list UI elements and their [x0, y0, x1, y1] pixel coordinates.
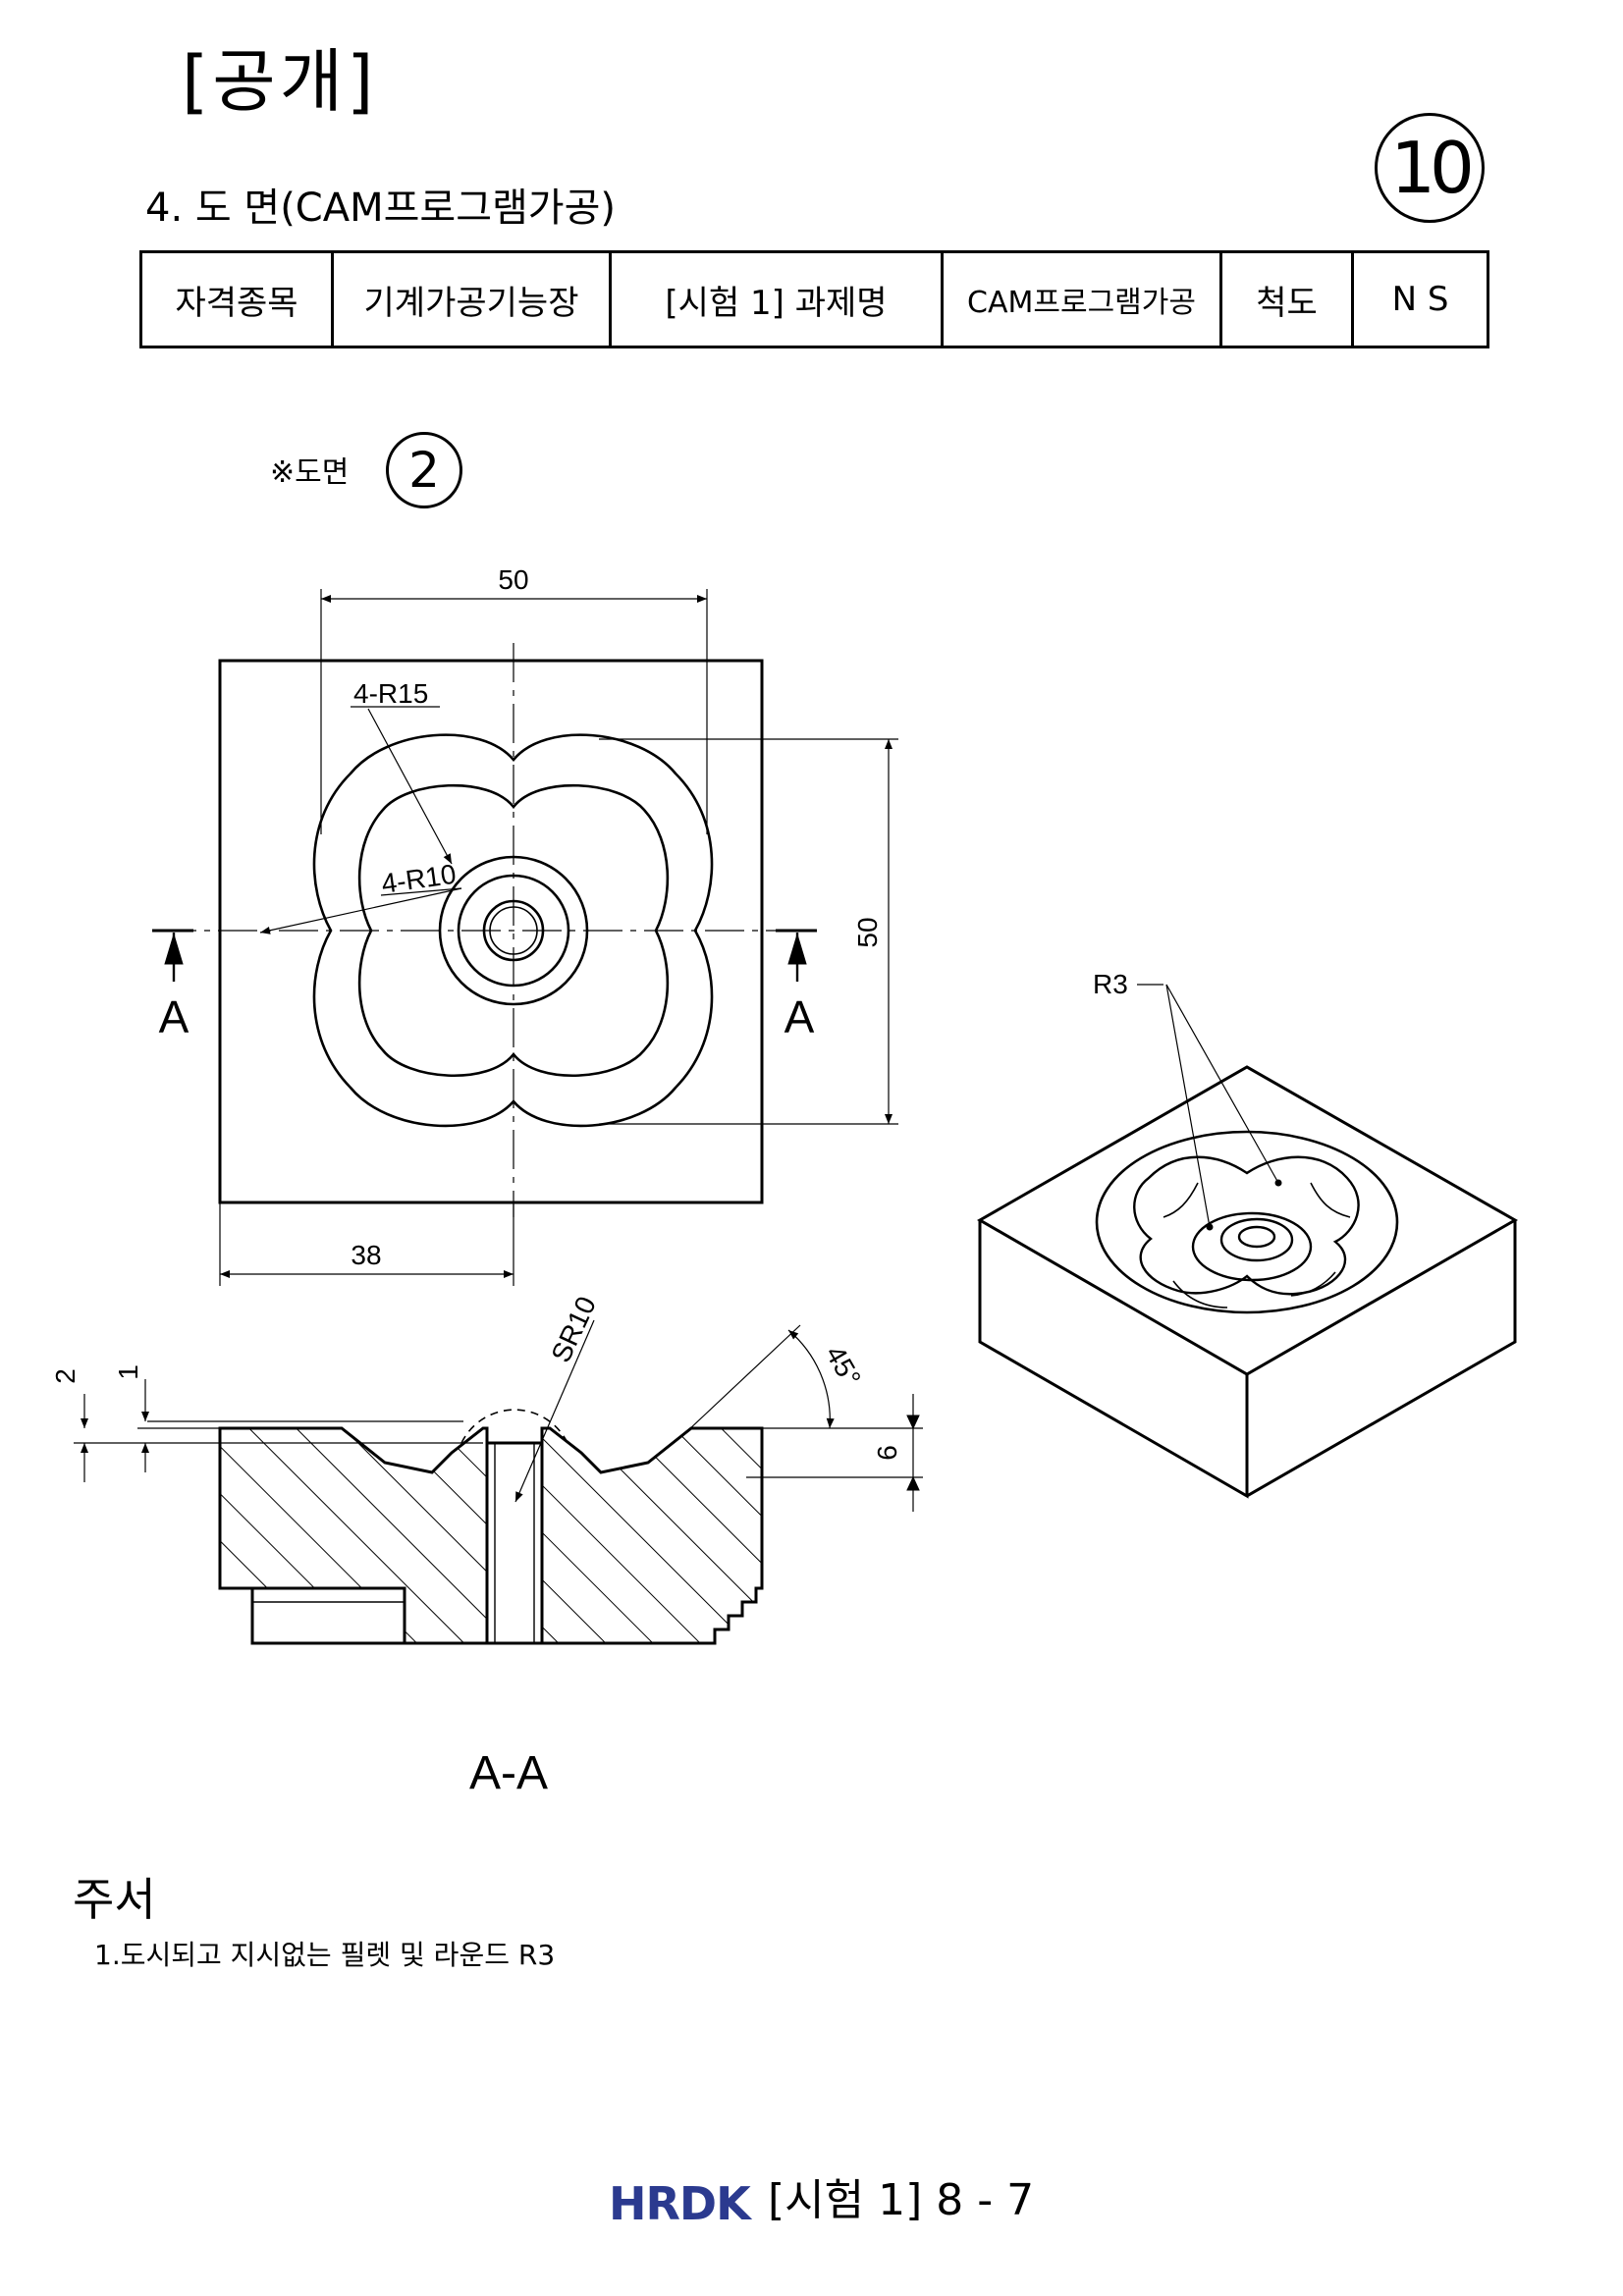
- dim-top-width: 50: [498, 564, 528, 595]
- iso-boss-outer: [1191, 1211, 1313, 1282]
- bore-inner: [489, 906, 538, 955]
- leader-fillet-b: [1165, 984, 1211, 1228]
- chamfer-angle-arc: [787, 1329, 835, 1429]
- dim-chamfer-angle: 45°: [820, 1341, 867, 1392]
- dim-depth-2: 2: [50, 1368, 81, 1384]
- top-view-outline: [218, 659, 764, 1204]
- iso-right-face: [1246, 1220, 1517, 1498]
- hrdk-logo: HRDK: [609, 2177, 751, 2230]
- dim-right-height: 50: [852, 917, 883, 947]
- footer-page-text: [시험 1] 8 - 7: [768, 2175, 1035, 2225]
- section-arrow-left: [164, 933, 184, 965]
- sheet-number: 10: [1375, 113, 1485, 223]
- dim-bottom-offset: 38: [351, 1240, 381, 1270]
- iso-boss-inner: [1219, 1217, 1294, 1262]
- dim-depth-1: 1: [113, 1364, 143, 1380]
- iso-outer-pocket: [1095, 1130, 1399, 1314]
- top-view: [152, 589, 898, 1286]
- section-view: [74, 1319, 923, 1645]
- info-cell-scale-label: 척도: [1219, 250, 1354, 348]
- boss-outer: [438, 855, 589, 1006]
- section-label-left: A: [159, 991, 189, 1042]
- leader-fillet-a: [1165, 984, 1279, 1184]
- notes-title: 주서: [73, 1873, 156, 1926]
- iso-inner-pocket: [1133, 1155, 1360, 1296]
- info-cell-qualification-label: 자격종목: [139, 250, 334, 348]
- inner-lobe-profile: [357, 783, 670, 1078]
- section-label-right: A: [784, 991, 815, 1042]
- drawing-ref-number: 2: [386, 432, 462, 508]
- info-cell-task-label: [시험 1] 과제명: [609, 250, 944, 348]
- info-row: 자격종목 기계가공기능장 [시험 1] 과제명 CAM프로그램가공 척도 N S: [139, 250, 1489, 348]
- section-title: 4. 도 면(CAM프로그램가공): [145, 186, 617, 231]
- info-cell-task-value: CAM프로그램가공: [941, 250, 1222, 348]
- note-item: 1.도시되고 지시없는 필렛 및 라운드 R3: [94, 1939, 556, 1971]
- dim-inner-radius: 4-R10: [380, 859, 459, 899]
- iso-left-face: [978, 1220, 1249, 1499]
- info-cell-qualification-value: 기계가공기능장: [331, 250, 612, 348]
- dim-sphere-radius: SR10: [545, 1292, 602, 1367]
- publication-label: [공개]: [182, 41, 378, 122]
- isometric-view: [976, 984, 1519, 1499]
- bore-outer: [482, 899, 545, 962]
- section-arrow-right: [787, 933, 807, 965]
- iso-bore: [1237, 1225, 1276, 1249]
- outer-lobe-profile: [312, 733, 714, 1128]
- leader-sphere-radius: [514, 1319, 595, 1503]
- leader-outer-radius: [367, 708, 453, 865]
- dim-depth-6: 6: [872, 1445, 902, 1461]
- leader-inner-radius: [259, 887, 462, 934]
- info-table: 자격종목 기계가공기능장 [시험 1] 과제명 CAM프로그램가공 척도 N S: [139, 250, 1489, 348]
- boss-middle: [457, 874, 570, 988]
- section-base-step: [250, 1586, 406, 1645]
- section-bore: [485, 1441, 544, 1645]
- dim-iso-fillet: R3: [1093, 969, 1128, 999]
- info-cell-scale-value: N S: [1351, 250, 1489, 348]
- drawing-ref-label: ※도면: [270, 455, 350, 490]
- section-view-label: A-A: [469, 1747, 548, 1799]
- sphere-arc: [460, 1409, 568, 1444]
- dim-outer-radius: 4-R15: [353, 678, 428, 709]
